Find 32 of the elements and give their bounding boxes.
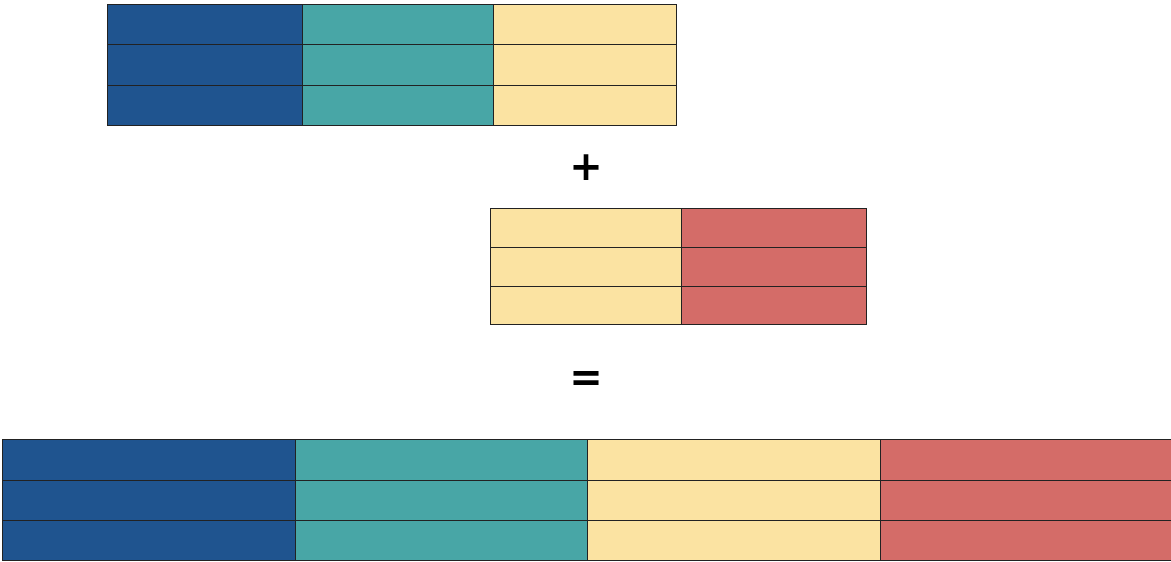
grid-cell [493, 4, 677, 45]
grid-cell [302, 44, 494, 86]
grid-cell [490, 286, 682, 325]
grid-cell [493, 85, 677, 126]
grid-cell [880, 439, 1171, 481]
grid-cell [2, 520, 296, 561]
grid-cell [880, 520, 1171, 561]
grid-cell [302, 4, 494, 45]
grid-cell [587, 520, 881, 561]
grid-cell [493, 44, 677, 86]
grid-cell [490, 208, 682, 248]
operator-symbol: + [569, 146, 603, 186]
grid-cell [2, 439, 296, 481]
grid-cell [681, 208, 867, 248]
grid-cell [490, 247, 682, 287]
grid-cell [107, 4, 303, 45]
grid-cell [295, 480, 588, 521]
grid-cell [587, 480, 881, 521]
grid-cell [880, 480, 1171, 521]
grid-cell [295, 520, 588, 561]
grid-cell [681, 247, 867, 287]
grid-cell [302, 85, 494, 126]
grid-table [2, 439, 1171, 560]
grid-cell [107, 85, 303, 126]
grid-cell [2, 480, 296, 521]
grid-cell [681, 286, 867, 325]
grid-cell [107, 44, 303, 86]
grid-cell [587, 439, 881, 481]
grid-cell [295, 439, 588, 481]
grid-table [107, 4, 676, 125]
operator-symbol: = [569, 357, 603, 397]
grid-table [490, 208, 866, 324]
